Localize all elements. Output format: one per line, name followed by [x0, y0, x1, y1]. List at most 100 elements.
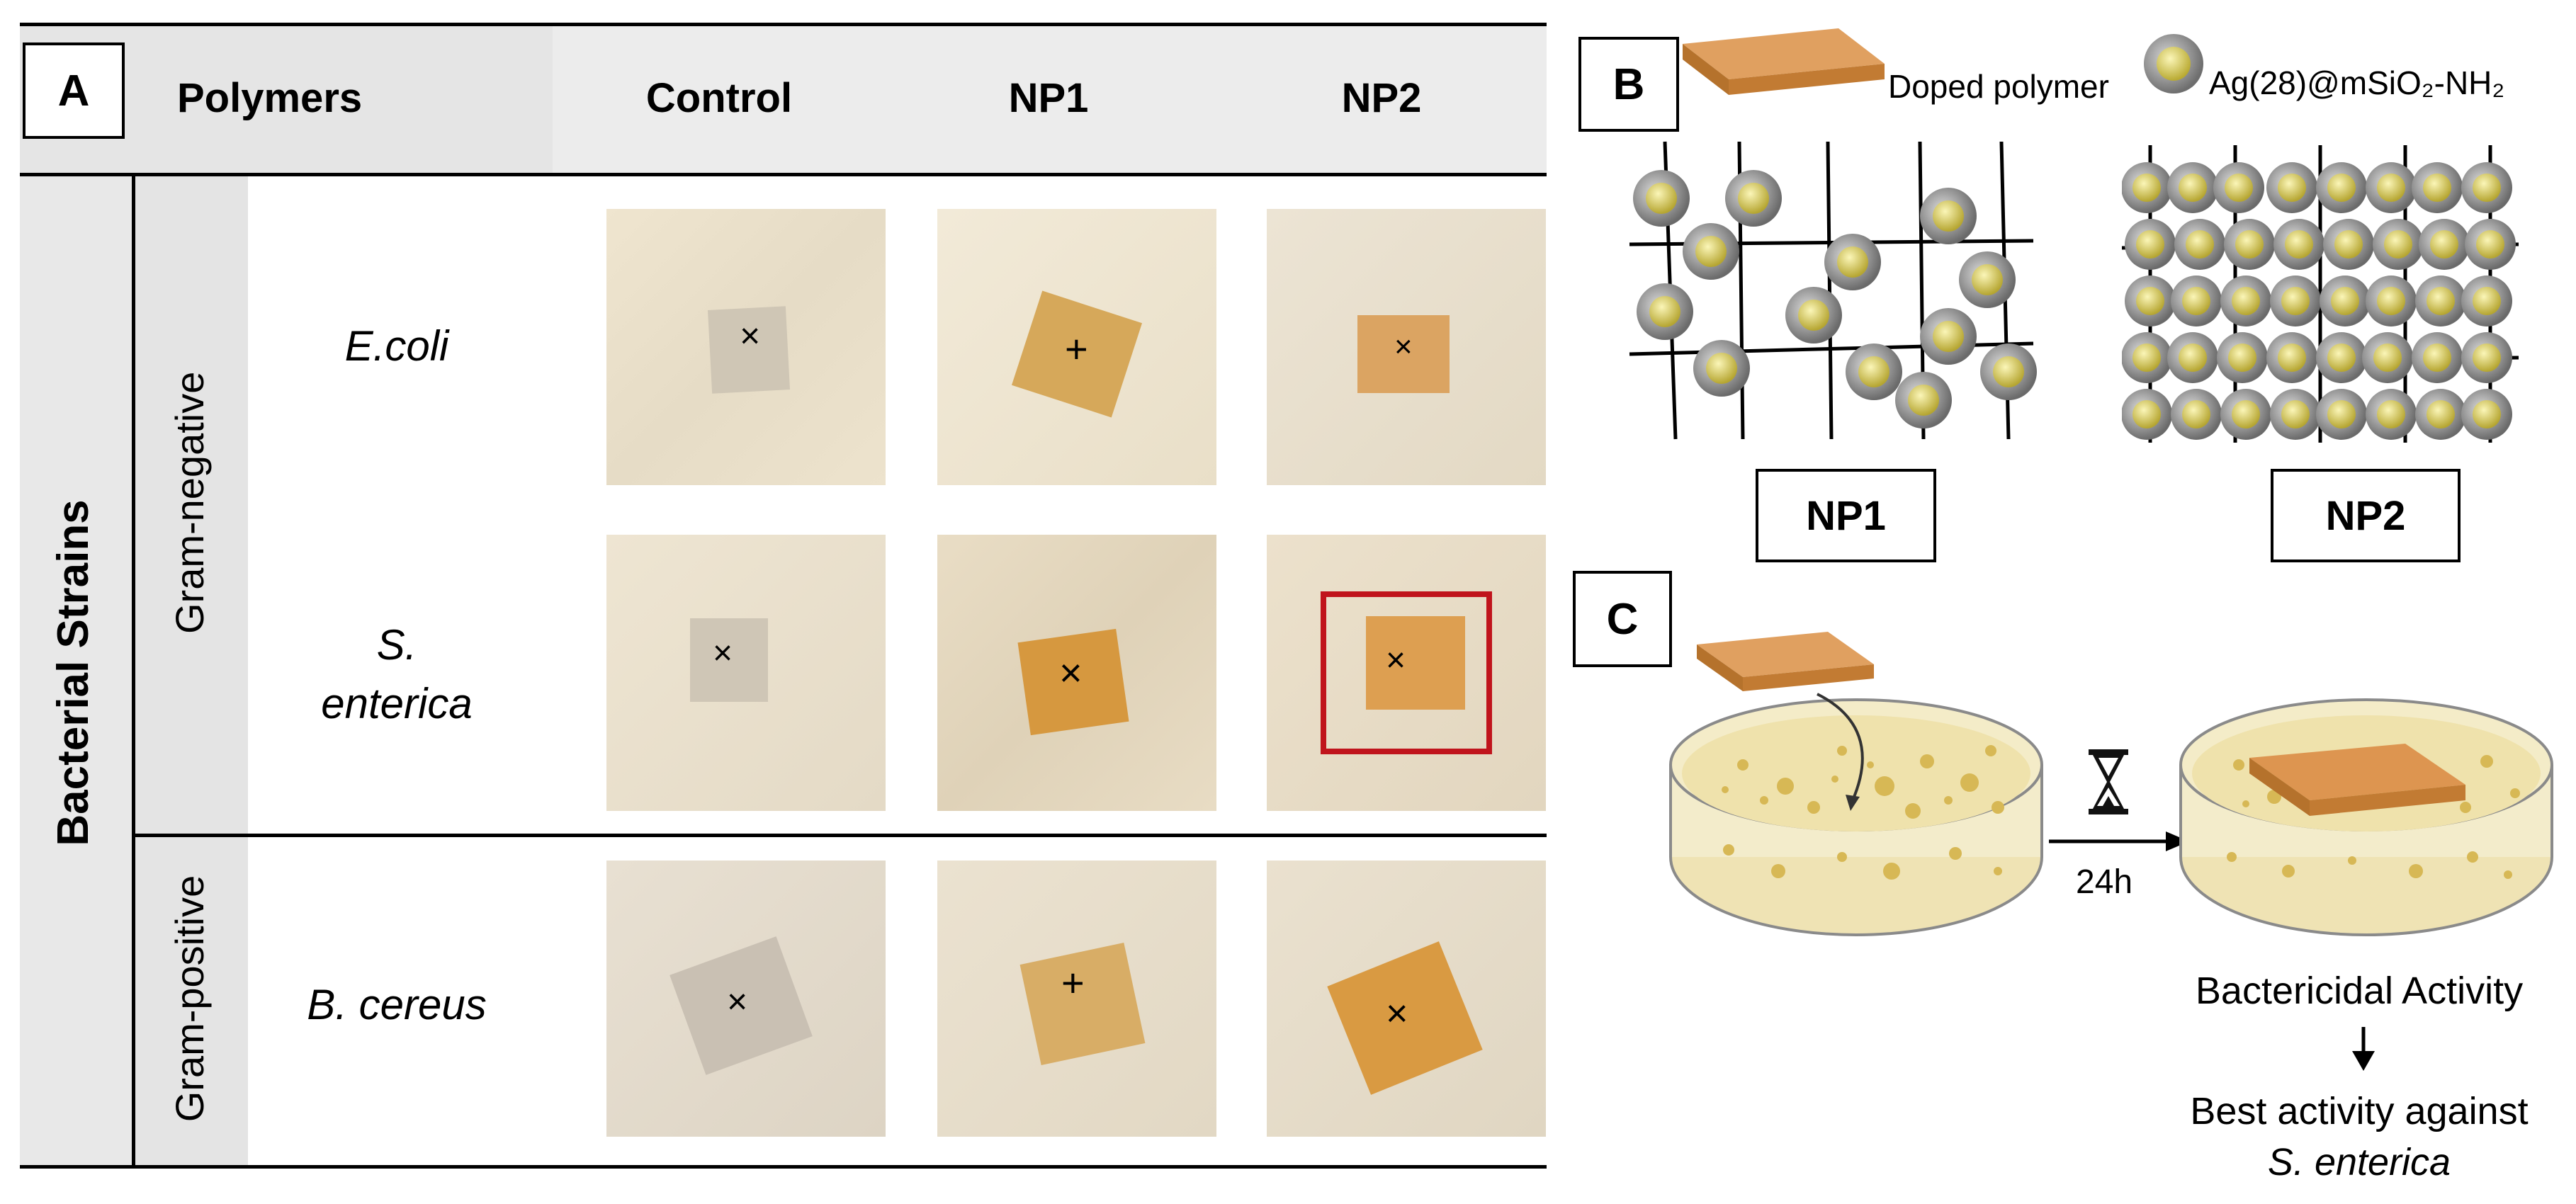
np2-particle [2125, 276, 2176, 326]
np1-network-diagram [1629, 141, 2037, 440]
sample-mark: × [1386, 642, 1406, 679]
sample-mark: × [1059, 650, 1083, 695]
np2-particle [2461, 389, 2512, 440]
np2-particle [2266, 162, 2317, 213]
sample-mark: × [1386, 992, 1408, 1035]
photo-senterica-np2: × [1267, 535, 1546, 811]
panel-label-c: C [1573, 571, 1672, 667]
petri-dish-after [2179, 698, 2553, 936]
np2-particle [2220, 389, 2271, 440]
np2-particle [2171, 389, 2222, 440]
bottom-rule [20, 1165, 1547, 1169]
sample-square [1357, 315, 1450, 393]
np2-particle [2316, 332, 2367, 383]
np2-particle [2167, 332, 2218, 383]
strain-senterica-line1: S. [376, 621, 417, 669]
sample-mark: × [1394, 329, 1413, 364]
np2-network-diagram [2122, 145, 2519, 443]
np2-particle [2415, 389, 2466, 440]
photo-bcereus-np2: × [1267, 861, 1546, 1137]
np2-particle [2316, 389, 2367, 440]
np2-particle [2273, 219, 2324, 270]
np2-particle [2316, 162, 2367, 213]
arrow-down-icon [2352, 1027, 2375, 1071]
header-control: Control [645, 75, 793, 121]
sample-mark: × [740, 316, 761, 356]
np2-particle [2125, 219, 2176, 270]
hourglass-icon [2089, 749, 2128, 814]
np2-particle [2122, 332, 2172, 383]
np1-label-box: NP1 [1756, 469, 1936, 562]
strain-ecoli: E.coli [344, 322, 449, 370]
np2-particle [2465, 219, 2516, 270]
strain-bcereus: B. cereus [307, 981, 487, 1028]
photo-ecoli-np2: × [1267, 209, 1546, 485]
np2-particle [2366, 389, 2417, 440]
np2-particle [2461, 162, 2512, 213]
gram-negative-label: Gram-negative [167, 371, 212, 634]
np2-particle [2122, 389, 2172, 440]
bactericidal-activity-label: Bactericidal Activity [2195, 970, 2524, 1012]
sample-square [1366, 616, 1465, 710]
panel-label-b: B [1578, 37, 1679, 132]
legend-particle-text: Ag(28)@mSiO₂-NH₂ [2209, 64, 2505, 101]
np2-particle [2266, 332, 2317, 383]
np2-particle [2217, 332, 2268, 383]
header-rule [20, 173, 1547, 176]
header-np2: NP2 [1341, 75, 1422, 121]
np2-particle [2366, 162, 2417, 213]
side-rule [132, 176, 135, 1169]
sample-mark: × [713, 635, 733, 672]
np2-particle [2224, 219, 2275, 270]
np2-particle [2412, 162, 2463, 213]
top-rule [20, 23, 1547, 26]
photo-bcereus-np1: + [937, 861, 1216, 1137]
np2-particle [2362, 332, 2413, 383]
photo-senterica-control: × [606, 535, 886, 811]
legend-polymer-icon [1683, 28, 1885, 95]
np2-particle [2220, 276, 2271, 326]
panel-label-a: A [23, 42, 125, 139]
group-rule [133, 834, 1547, 837]
np2-particle [2320, 276, 2371, 326]
bacterial-strains-label: Bacterial Strains [49, 499, 98, 846]
sample-mark: + [1065, 326, 1088, 371]
np2-particle [2270, 276, 2321, 326]
np2-particle [2171, 276, 2222, 326]
best-activity-line2: S. enterica [2267, 1141, 2451, 1183]
legend-particle-icon [2144, 34, 2203, 93]
photo-ecoli-control: × [606, 209, 886, 485]
np2-particle [2419, 219, 2470, 270]
petri-dish-before [1669, 632, 2043, 936]
header-polymers: Polymers [177, 75, 363, 121]
np2-particle [2167, 162, 2218, 213]
time-label: 24h [2076, 863, 2133, 901]
np2-particle [2122, 162, 2172, 213]
outer-left-band [20, 176, 133, 1169]
gram-positive-label: Gram-positive [167, 875, 212, 1123]
best-activity-line1: Best activity against [2190, 1090, 2529, 1132]
sample-mark: + [1061, 960, 1085, 1005]
highlight-box [1321, 591, 1492, 754]
np2-particle [2412, 332, 2463, 383]
np2-particle [2461, 332, 2512, 383]
photo-bcereus-control: × [606, 861, 886, 1137]
photo-ecoli-np1: + [937, 209, 1216, 485]
np2-particle [2366, 276, 2417, 326]
header-np1: NP1 [1008, 75, 1089, 121]
sample-mark: × [727, 982, 748, 1021]
np2-particle [2415, 276, 2466, 326]
legend-polymer-text: Doped polymer [1888, 68, 2109, 105]
np2-particle [2373, 219, 2424, 270]
np2-particle [2174, 219, 2225, 270]
np2-particle [2323, 219, 2374, 270]
np2-particle [2213, 162, 2264, 213]
arrow-right-icon [2049, 831, 2189, 851]
photo-senterica-np1: × [937, 535, 1216, 811]
sample-square [690, 618, 768, 702]
header-band-mid [553, 25, 1547, 173]
np2-label-box: NP2 [2271, 469, 2461, 562]
np2-particle [2270, 389, 2321, 440]
np2-particle [2461, 276, 2512, 326]
strain-senterica-line2: enterica [321, 680, 473, 727]
